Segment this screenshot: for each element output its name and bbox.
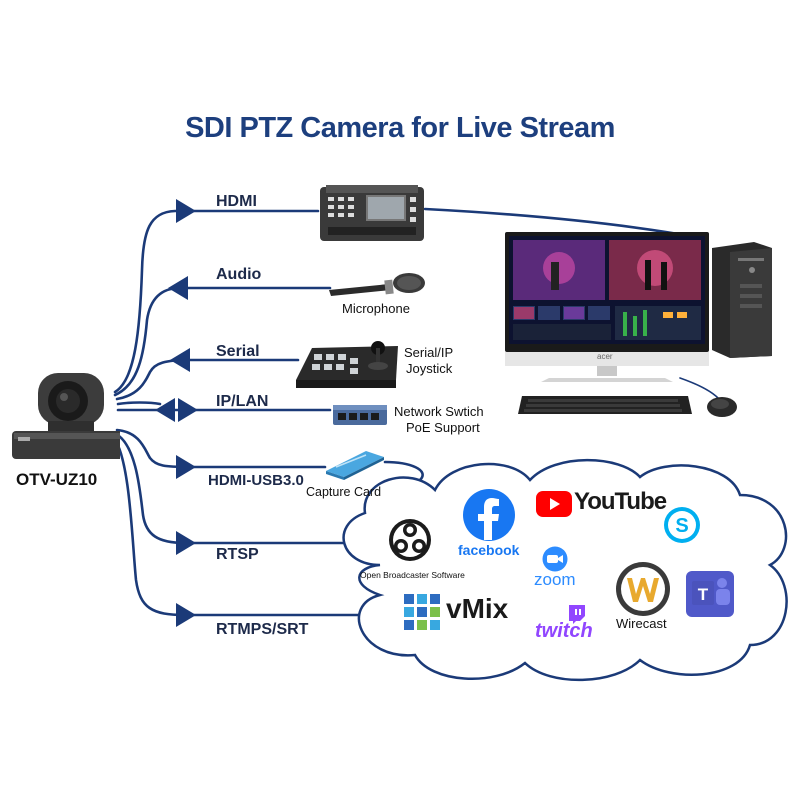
monitor-line <box>423 207 692 238</box>
label-rtsp: RTSP <box>216 546 259 563</box>
mouse-cable <box>679 377 719 399</box>
label-iplan: IP/LAN <box>216 393 269 410</box>
switch-label-line1: Network Swtich <box>394 404 484 419</box>
label-rtmps-srt: RTMPS/SRT <box>216 621 309 638</box>
joystick-label: Serial/IP Joystick <box>404 345 453 377</box>
joystick-icon <box>296 341 398 388</box>
label-serial: Serial <box>216 343 260 360</box>
monitor: acer <box>505 232 710 382</box>
hdmi-line <box>113 209 320 394</box>
usb-line <box>115 428 327 469</box>
microphone-icon <box>329 273 425 296</box>
rtsp-line <box>114 432 347 545</box>
rtmps-line <box>112 436 367 617</box>
wirecast-logo-icon <box>616 562 670 616</box>
rtsp-arrow-icon <box>176 531 196 555</box>
network-switch-icon <box>333 405 387 425</box>
network-switch-label: Network Swtich PoE Support <box>394 404 484 436</box>
obs-label: Open Broadcaster Software <box>360 570 465 580</box>
camera-model-label: OTV-UZ10 <box>16 470 98 489</box>
wirecast-label: Wirecast <box>616 616 667 631</box>
twitch-logo-icon <box>569 605 585 624</box>
svg-text:S: S <box>675 515 688 537</box>
audio-line <box>113 286 332 397</box>
ptz-camera <box>10 365 124 465</box>
label-hdmi: HDMI <box>216 193 257 210</box>
iplan-left-arrow-icon <box>155 398 175 422</box>
keyboard-icon <box>518 396 692 414</box>
capture-card-icon <box>326 451 384 480</box>
teams-logo-icon: T <box>686 571 734 617</box>
serial-line <box>115 358 300 401</box>
audio-arrow-icon <box>168 276 188 300</box>
facebook-logo-icon <box>463 489 515 541</box>
monitor-brand: acer <box>597 352 613 361</box>
serial-arrow-icon <box>170 348 190 372</box>
youtube-logo-icon <box>536 491 572 517</box>
usb-arrow-icon <box>176 455 196 479</box>
zoom-label: zoom <box>534 570 576 589</box>
svg-text:T: T <box>698 585 709 604</box>
joystick-label-line1: Serial/IP <box>404 345 454 360</box>
skype-logo-icon: S <box>664 507 700 543</box>
pc-tower-icon <box>712 242 772 358</box>
page-title: SDI PTZ Camera for Live Stream <box>185 112 615 144</box>
microphone-label: Microphone <box>342 301 410 316</box>
twitch-label: twitch <box>535 620 593 642</box>
facebook-label: facebook <box>458 542 520 558</box>
camera-icon <box>12 373 124 459</box>
capture-card-label: Capture Card <box>306 485 382 499</box>
arrow-heads <box>155 199 198 627</box>
vmix-logo-icon <box>404 594 440 630</box>
youtube-label: YouTube <box>574 488 667 515</box>
zoom-logo-icon <box>542 546 568 572</box>
switch-label-line2: PoE Support <box>406 420 480 435</box>
vmix-label: vMix <box>446 593 509 624</box>
joystick-label-line2: Joystick <box>406 361 453 376</box>
obs-logo-icon <box>389 519 431 561</box>
label-hdmi-usb: HDMI-USB3.0 <box>208 472 304 489</box>
hdmi-arrow-icon <box>176 199 196 223</box>
rtmps-arrow-icon <box>176 603 196 627</box>
iplan-right-arrow-icon <box>178 398 198 422</box>
iplan-line-2 <box>116 401 162 406</box>
video-switcher-icon <box>320 185 424 241</box>
mouse-icon <box>707 397 737 417</box>
label-audio: Audio <box>216 266 262 283</box>
monitor-icon <box>505 232 709 382</box>
